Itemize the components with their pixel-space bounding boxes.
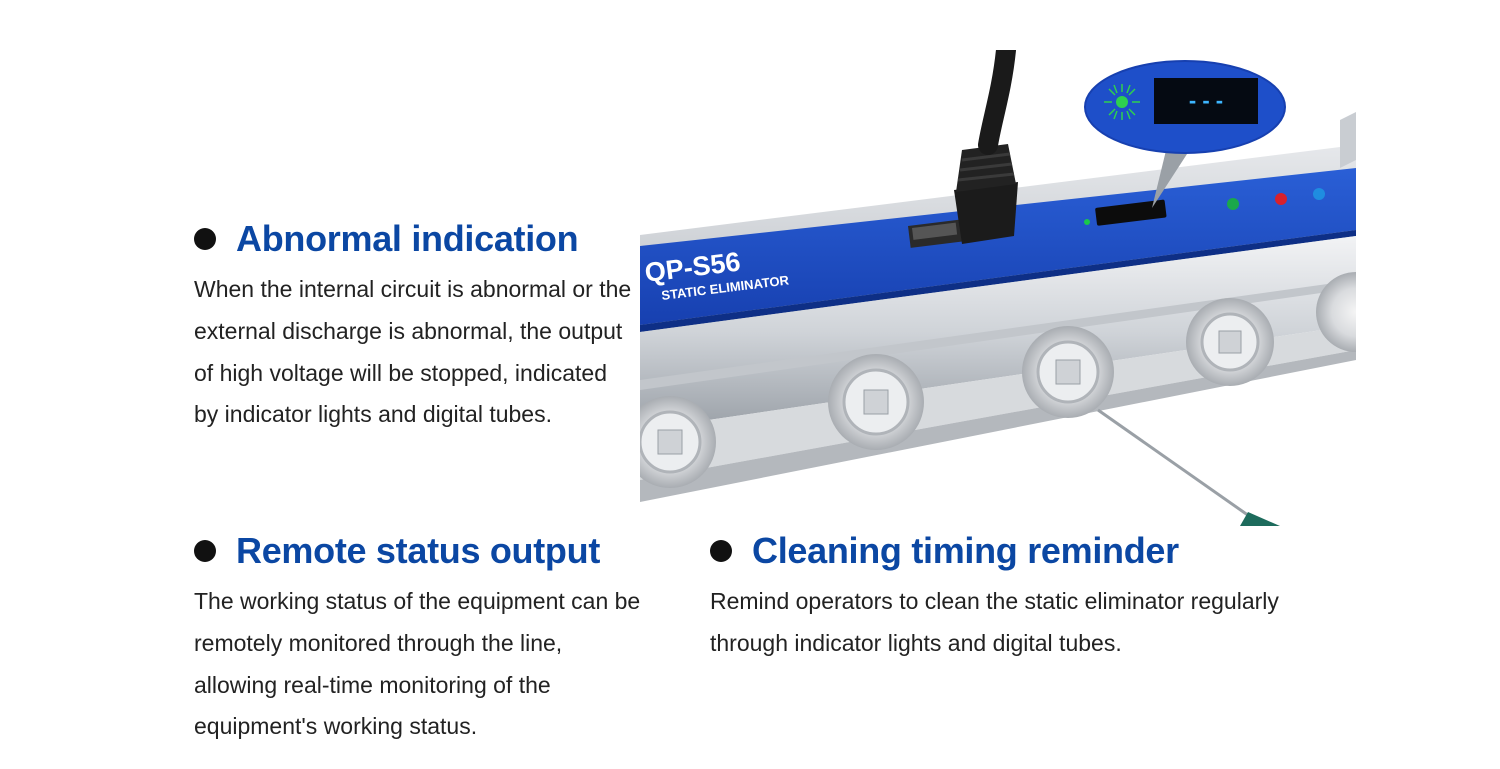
bullet-icon	[710, 540, 732, 562]
feature-remote-status-output: Remote status output The working status …	[194, 531, 644, 748]
digital-display	[1095, 199, 1167, 226]
feature-cleaning-timing-reminder: Cleaning timing reminder Remind operator…	[710, 531, 1310, 665]
bullet-icon	[194, 540, 216, 562]
display-readout: - - -	[1189, 88, 1223, 113]
needle-handle	[1240, 512, 1280, 526]
control-panel	[640, 168, 1356, 325]
indicator-red	[1275, 193, 1287, 205]
indicator-blue	[1313, 188, 1325, 200]
feature-description: Remind operators to clean the static eli…	[710, 588, 1279, 656]
ion-nozzles	[640, 272, 1356, 488]
feature-title: Abnormal indication	[194, 219, 634, 259]
product-illustration: QP-S56 STATIC ELIMINATOR - - -	[640, 50, 1356, 526]
feature-title: Cleaning timing reminder	[710, 531, 1310, 571]
feature-title-text: Abnormal indication	[236, 218, 579, 259]
feature-title-text: Remote status output	[236, 530, 601, 571]
bullet-icon	[194, 228, 216, 250]
cable	[978, 50, 1016, 155]
rj45-plug	[954, 182, 1018, 244]
feature-title: Remote status output	[194, 531, 644, 571]
power-led-icon	[1104, 84, 1140, 120]
display-zoom	[1154, 78, 1258, 124]
indicator-green	[1227, 198, 1239, 210]
feature-abnormal-indication: Abnormal indication When the internal ci…	[194, 219, 634, 436]
cleaning-needle	[1097, 408, 1253, 520]
feature-description: The working status of the equipment can …	[194, 588, 641, 740]
feature-title-text: Cleaning timing reminder	[752, 530, 1179, 571]
feature-description: When the internal circuit is abnormal or…	[194, 276, 632, 428]
